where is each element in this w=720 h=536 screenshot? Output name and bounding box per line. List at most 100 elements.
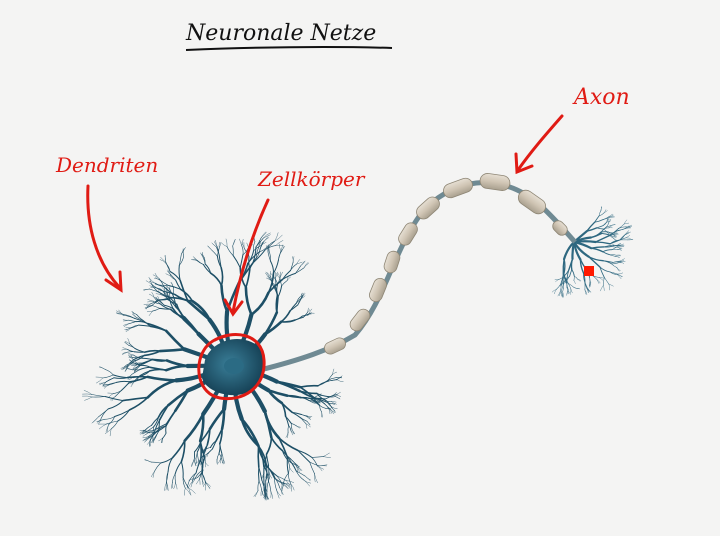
zellkoerper-circle: [197, 333, 266, 401]
dendrite-branch: [142, 432, 149, 437]
dendrite-branch: [138, 366, 152, 371]
dendrite-branch: [274, 477, 284, 485]
dendrite-branch: [309, 312, 315, 314]
dendrite-branch: [165, 359, 189, 368]
dendrite-branch: [155, 282, 161, 286]
dendrite-branch: [139, 364, 152, 368]
dendrite-branch: [196, 478, 200, 485]
dendrite-branch: [264, 492, 269, 500]
dendrite-branch: [182, 477, 189, 489]
dendrite-branch: [323, 452, 330, 457]
dendrite-branch: [245, 268, 251, 289]
dendrite-branch: [165, 409, 177, 427]
dendrite-branch: [104, 396, 124, 402]
dendrite-branch: [261, 488, 265, 496]
dendrite-branch: [560, 273, 564, 285]
dendrite-branch: [603, 285, 605, 291]
dendrite-branch: [144, 459, 152, 463]
dendrite-branch: [216, 453, 220, 460]
dendrite-branch: [596, 227, 605, 230]
dendrite-branch: [200, 460, 203, 466]
dendrite-branch: [280, 319, 296, 323]
dendrite-branch: [289, 302, 297, 312]
dendrite-branch: [309, 398, 316, 403]
dendrite-branch: [178, 253, 182, 266]
dendrite-branch: [225, 238, 228, 247]
dendrite-branch: [625, 227, 631, 229]
dendrite-branch: [627, 239, 633, 241]
dendrite-branch: [286, 480, 294, 483]
dendrite-branch: [188, 472, 197, 482]
dendrite-branch: [126, 348, 135, 353]
dendrite-branch: [232, 254, 241, 269]
dendrite-branch: [167, 389, 189, 407]
dendrite-branch: [208, 407, 226, 431]
dendrite-branch: [278, 437, 299, 452]
dendrite-branch: [151, 470, 155, 477]
dendrite-branch: [151, 305, 161, 309]
dendrite-branch: [171, 482, 173, 489]
dendrite-branch: [155, 293, 162, 295]
dendrite-branch: [155, 286, 164, 292]
dendrite-branch: [103, 416, 116, 420]
dendrite-branch: [145, 280, 152, 285]
dendrite-branch: [265, 436, 273, 456]
dendrite-branch: [144, 305, 152, 308]
dendrite-branch: [273, 259, 279, 274]
dendrite-branch: [109, 428, 112, 437]
dendrite-branch: [129, 356, 134, 361]
dendrite-branch: [193, 257, 198, 261]
dendrite-branch: [252, 249, 266, 264]
dendrite-branch: [264, 491, 267, 500]
dendrite-branch: [335, 396, 341, 400]
myelin-segment: [416, 196, 440, 220]
dendrite-branch: [182, 477, 186, 489]
dendrite-branch: [165, 273, 171, 276]
dendrite-branch: [272, 272, 275, 278]
dendrite-branch: [280, 244, 283, 252]
dendrite-branch: [156, 423, 168, 430]
dendrite-branch: [164, 255, 166, 264]
dendrite-branch: [107, 392, 114, 394]
dendrite-branch: [132, 375, 141, 378]
dendrite-branch: [101, 408, 109, 418]
dendrite-branch: [327, 396, 336, 398]
dendrite-branch: [609, 214, 614, 218]
dendrite-branch: [223, 459, 225, 464]
dendrite-branch: [281, 246, 285, 252]
dendrite-branch: [259, 245, 269, 253]
dendrite-branch: [129, 343, 136, 349]
dendrite-branch: [185, 487, 191, 495]
dendrite-branch: [167, 456, 174, 473]
dendrite-branch: [306, 421, 311, 426]
dendrite-branch: [619, 243, 624, 246]
dendrite-branch: [561, 291, 563, 297]
dendrite-branch: [201, 457, 206, 472]
dendrite-branch: [616, 267, 621, 271]
myelin-segment: [479, 173, 511, 191]
dendrite-branch: [603, 277, 605, 286]
dendrite-branch: [175, 482, 178, 490]
dendrite-branch: [586, 288, 589, 293]
dendrite-branch: [148, 277, 152, 285]
dendrite-branch: [133, 357, 141, 359]
dendrite-branch: [188, 487, 192, 496]
dendrite-branch: [180, 461, 184, 478]
dendrite-branch: [590, 246, 605, 249]
myelin-segment: [383, 250, 401, 274]
dendrite-branch: [205, 482, 211, 489]
dendrite-branch: [202, 453, 204, 463]
dendrite-branch: [589, 282, 591, 287]
dendrite-branch: [617, 272, 623, 275]
dendrite-branch: [217, 247, 220, 257]
dendrite-branch: [309, 308, 312, 314]
dendrite-branch: [266, 473, 269, 480]
dendrite-branch: [184, 487, 186, 496]
dendrite-branch: [239, 254, 244, 269]
dendrite-branch: [120, 365, 127, 369]
dendrite-branch: [202, 461, 204, 468]
dendrite-branch: [265, 472, 267, 478]
dendrite-branch: [317, 465, 323, 472]
dendrite-branch: [248, 256, 251, 270]
dendrite-branch: [139, 430, 146, 434]
